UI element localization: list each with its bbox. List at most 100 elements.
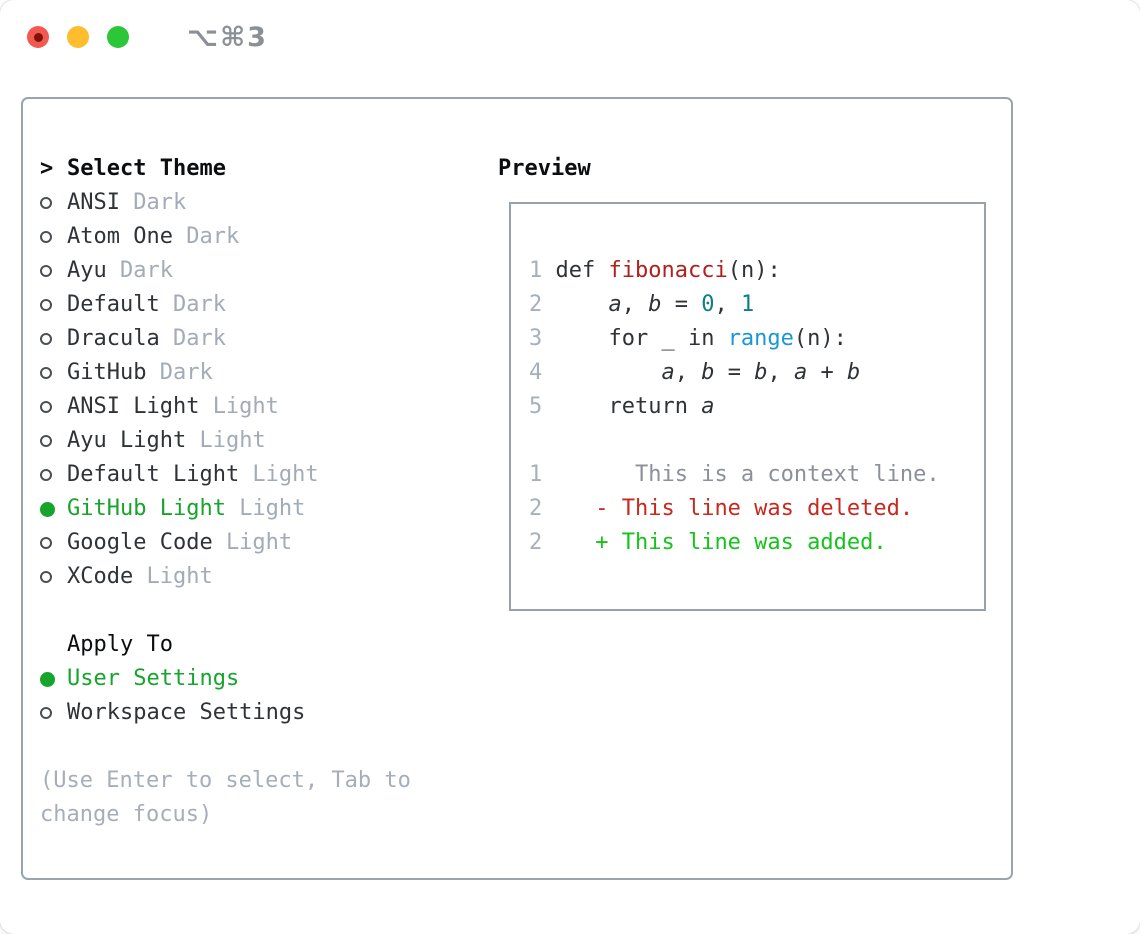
apply-to-option[interactable]: User Settings <box>40 662 498 696</box>
code-token-fg: , <box>674 360 702 385</box>
code-token-fg: for _ in <box>555 326 728 351</box>
code-token-fg: return <box>555 394 702 419</box>
option-variant-label: Light <box>146 564 213 589</box>
marker <box>40 367 67 379</box>
option-variant-label: Dark <box>172 326 226 351</box>
radio-icon <box>40 435 52 447</box>
preview-column: Preview 1 def fibonacci(n):2 a, b = 0, 1… <box>498 152 1011 878</box>
option-variant-label: Light <box>225 530 293 555</box>
option-label: Atom One <box>67 224 173 249</box>
option-label: GitHub Light <box>67 496 226 521</box>
option-label: Default Light <box>67 462 240 487</box>
line-number: 3 <box>529 326 556 351</box>
prompt-icon: > <box>40 156 54 181</box>
theme-option[interactable]: Atom One Dark <box>40 220 498 254</box>
code-token-var: a <box>701 394 715 419</box>
option-label: Workspace Settings <box>67 700 306 725</box>
radio-icon <box>40 469 52 481</box>
code-token-fg: def <box>555 258 609 283</box>
code-token-fg: (n): <box>727 258 781 283</box>
marker <box>40 231 67 243</box>
theme-option[interactable]: Default Dark <box>40 288 498 322</box>
code-token-fg: , <box>621 292 649 317</box>
radio-icon <box>40 707 52 719</box>
theme-option[interactable]: Dracula Dark <box>40 322 498 356</box>
close-button[interactable] <box>27 26 49 48</box>
option-variant-label: Dark <box>186 224 240 249</box>
line-number: 1 <box>529 258 556 283</box>
option-label: Dracula <box>67 326 160 351</box>
code-token-number: 1 <box>740 292 755 317</box>
option-label: Default <box>67 292 160 317</box>
marker <box>40 537 67 549</box>
diff-line: 1 This is a context line. <box>529 458 966 492</box>
theme-option[interactable]: Default Light Light <box>40 458 498 492</box>
option-variant-label: Dark <box>119 258 173 283</box>
code-token-fg: = <box>714 360 755 385</box>
code-token-var: b <box>846 360 861 385</box>
code-token-var: b <box>754 360 768 385</box>
minimize-button[interactable] <box>67 26 89 48</box>
code-token-var: a <box>608 292 622 317</box>
code-token-fg: = <box>661 292 702 317</box>
option-label: Ayu <box>67 258 107 283</box>
apply-to-title: Apply To <box>67 632 173 657</box>
radio-icon <box>40 333 52 345</box>
code-token-fg: (n): <box>793 326 847 351</box>
marker <box>40 333 67 345</box>
option-label: User Settings <box>67 666 240 691</box>
diff-sample-block: 1 This is a context line.2 - This line w… <box>529 458 966 560</box>
marker <box>40 265 67 277</box>
option-label: ANSI <box>67 190 120 215</box>
keyboard-shortcut-label: ⌥⌘3 <box>187 21 268 53</box>
marker <box>40 571 67 583</box>
line-number: 2 <box>529 530 556 555</box>
zoom-button[interactable] <box>107 26 129 48</box>
radio-icon <box>40 537 52 549</box>
option-variant-label: Dark <box>159 360 213 385</box>
marker <box>40 501 67 517</box>
radio-icon <box>40 571 52 583</box>
radio-icon <box>40 401 52 413</box>
code-line: 3 for _ in range(n): <box>529 322 966 356</box>
code-token-var: a <box>793 360 808 385</box>
radio-selected-icon <box>40 501 55 517</box>
marker <box>40 299 67 311</box>
code-line: 4 a, b = b, a + b <box>529 356 966 390</box>
option-variant-label: Light <box>252 462 319 487</box>
option-variant-label: Dark <box>172 292 226 317</box>
code-token-number: 0 <box>701 292 715 317</box>
code-token-builtin: range <box>727 326 794 351</box>
code-token-added: + This line was added. <box>555 530 887 555</box>
option-label: Ayu Light <box>67 428 187 453</box>
marker <box>40 435 67 447</box>
theme-option[interactable]: Ayu Dark <box>40 254 498 288</box>
theme-list-title: Select Theme <box>67 156 226 181</box>
marker <box>40 197 67 209</box>
line-number: 2 <box>529 292 556 317</box>
marker <box>40 401 67 413</box>
apply-to-option[interactable]: Workspace Settings <box>40 696 498 730</box>
spacer <box>40 594 498 628</box>
diff-line: 2 + This line was added. <box>529 526 966 560</box>
line-number: 5 <box>529 394 556 419</box>
marker <box>40 671 67 687</box>
code-token-fg <box>556 360 662 385</box>
code-line: 5 return a <box>529 390 966 424</box>
code-token-fg: , <box>767 360 794 385</box>
spacer <box>40 730 498 764</box>
code-token-var: a <box>661 360 675 385</box>
